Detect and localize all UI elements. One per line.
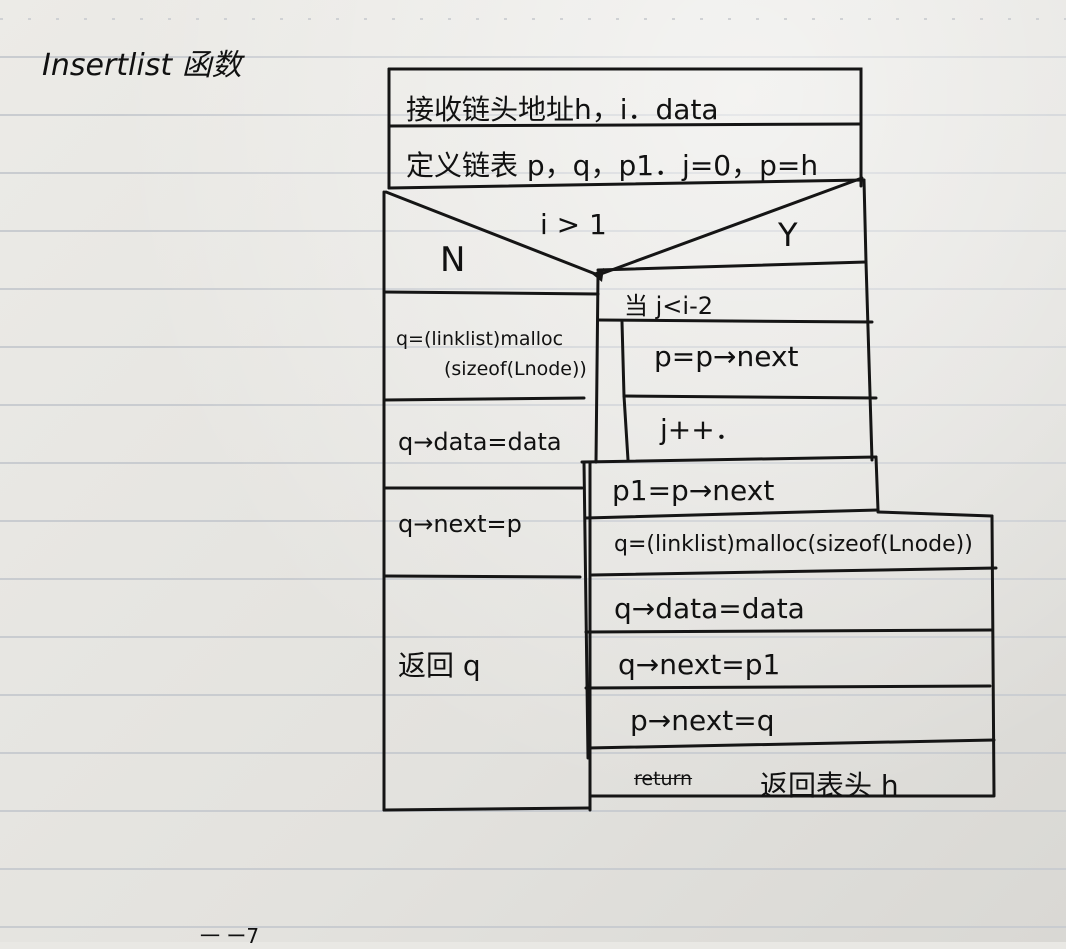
bottom-fragment: 一 ー7: [200, 924, 260, 948]
loop-inner-left-top: [620, 320, 626, 398]
yes-step2: q=(linklist)malloc(sizeof(Lnode)): [614, 532, 973, 557]
decision-diagonal-right: [596, 176, 864, 277]
yes-step4: q→next=p1: [618, 648, 781, 681]
yes-step1-right: [874, 455, 880, 512]
no-step3: q→next=p: [398, 510, 522, 538]
no-step1-line2: (sizeof(Lnode)): [444, 358, 587, 380]
decision-diagonal-left: [384, 190, 600, 277]
decision-condition: i > 1: [540, 208, 607, 241]
no-row3-bottom: [382, 574, 582, 579]
loop-inner-left-bottom: [622, 394, 630, 462]
row1-text: 接收链头地址h，i．data: [406, 93, 719, 126]
paper-top-dashes: [0, 18, 1066, 20]
junction-arrowhead: [592, 268, 604, 282]
loop-body2: j++．: [660, 413, 743, 446]
row2-text: 定义链表 p，q，p1．j=0，p=h: [406, 149, 819, 182]
yes-step5-bottom: [586, 738, 996, 750]
yes-step3-bottom: [584, 628, 994, 634]
yes-steps-right: [990, 514, 996, 797]
row2-bottom: [387, 178, 866, 190]
page-title: Insertlist 函数: [42, 48, 242, 83]
yes-step1-bottom: [584, 508, 880, 520]
decision-right-border: [862, 178, 868, 264]
loop-condition: 当 j<i-2: [624, 292, 714, 320]
no-label: N: [440, 240, 466, 280]
loop-header-bottom: [596, 318, 874, 324]
loop-body1-bottom: [622, 394, 878, 400]
loop-right-border: [864, 260, 874, 462]
row-frame-right: [387, 67, 863, 188]
no-step1-line1: q=(linklist)malloc: [396, 328, 564, 350]
no-branch-top: [382, 290, 600, 296]
no-step2: q→data=data: [398, 428, 562, 456]
yes-label: Y: [778, 216, 798, 254]
yes-step0-top: [580, 455, 878, 464]
branch-divider-upper: [594, 273, 600, 464]
yes-step2-bottom: [590, 566, 998, 577]
yes-step1: p1=p→next: [612, 474, 775, 507]
yes-step2-top-extension: [876, 510, 994, 518]
yes-step3: q→data=data: [614, 592, 805, 625]
yes-step5: p→next=q: [630, 704, 775, 737]
no-row1-bottom: [382, 396, 586, 402]
yes-step6: 返回表头 h: [760, 769, 899, 802]
loop-body1: p=p→next: [654, 340, 799, 373]
row1-bottom: [387, 122, 863, 128]
yes-step4-bottom: [584, 684, 992, 690]
yes-step6-struck: return: [634, 768, 693, 790]
yes-steps-left: [582, 460, 590, 760]
no-step4: 返回 q: [398, 649, 481, 682]
no-branch-bottom: [382, 806, 592, 812]
yes-branch-top: [596, 260, 868, 272]
